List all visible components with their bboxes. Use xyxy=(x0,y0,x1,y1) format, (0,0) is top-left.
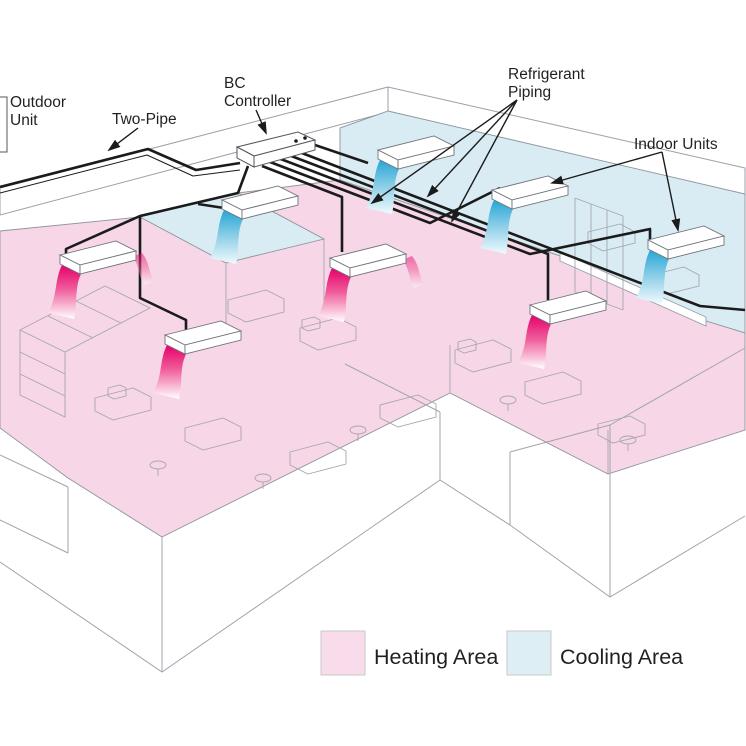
indoor-unit-cooling-3 xyxy=(480,175,570,254)
indoor-units-cooling xyxy=(210,135,726,304)
indoor-unit-heating-3 xyxy=(318,243,424,322)
bc-controller-label-line1: BC xyxy=(224,75,246,92)
refrigerant-arrow-1 xyxy=(370,99,518,205)
refrigerant-arrow-2 xyxy=(426,99,518,198)
indoor-unit-cooling-1 xyxy=(210,185,300,264)
callout-arrows xyxy=(107,99,681,232)
legend: Heating Area Cooling Area xyxy=(320,630,683,676)
bc-controller-arrow xyxy=(255,109,267,135)
heating-area xyxy=(0,179,746,538)
outdoor-unit xyxy=(0,96,8,153)
refrigerant-arrow-3 xyxy=(451,99,518,223)
two-pipe-arrow xyxy=(107,127,139,152)
indoor-units-arrow-2 xyxy=(661,151,681,232)
bc-controller xyxy=(235,131,317,168)
heating-area-legend-label: Heating Area xyxy=(374,645,498,669)
refrigerant-piping-label-line1: Refrigerant xyxy=(508,66,585,83)
lower-floor-outline xyxy=(0,347,746,673)
office-furniture xyxy=(18,197,700,489)
indoor-unit-heating-1 xyxy=(48,240,154,319)
outdoor-unit-label-line2: Unit xyxy=(10,112,38,129)
bc-controller-label-line2: Controller xyxy=(224,93,291,110)
indoor-unit-cooling-4 xyxy=(636,225,726,304)
cooling-area-legend-label: Cooling Area xyxy=(560,645,683,669)
refrigerant-piping-label-line2: Piping xyxy=(508,84,551,101)
outdoor-unit-label-line1: Outdoor xyxy=(10,94,66,111)
indoor-unit-heating-2 xyxy=(153,320,243,399)
heating-area-swatch xyxy=(320,630,366,676)
indoor-units-heating xyxy=(48,240,608,399)
indoor-units-arrow-1 xyxy=(550,151,663,185)
cooling-area-swatch xyxy=(506,630,552,676)
indoor-units-label: Indoor Units xyxy=(634,136,718,153)
indoor-unit-heating-4 xyxy=(518,290,608,369)
two-pipe-run xyxy=(0,147,241,189)
two-pipe-label: Two-Pipe xyxy=(112,111,177,128)
